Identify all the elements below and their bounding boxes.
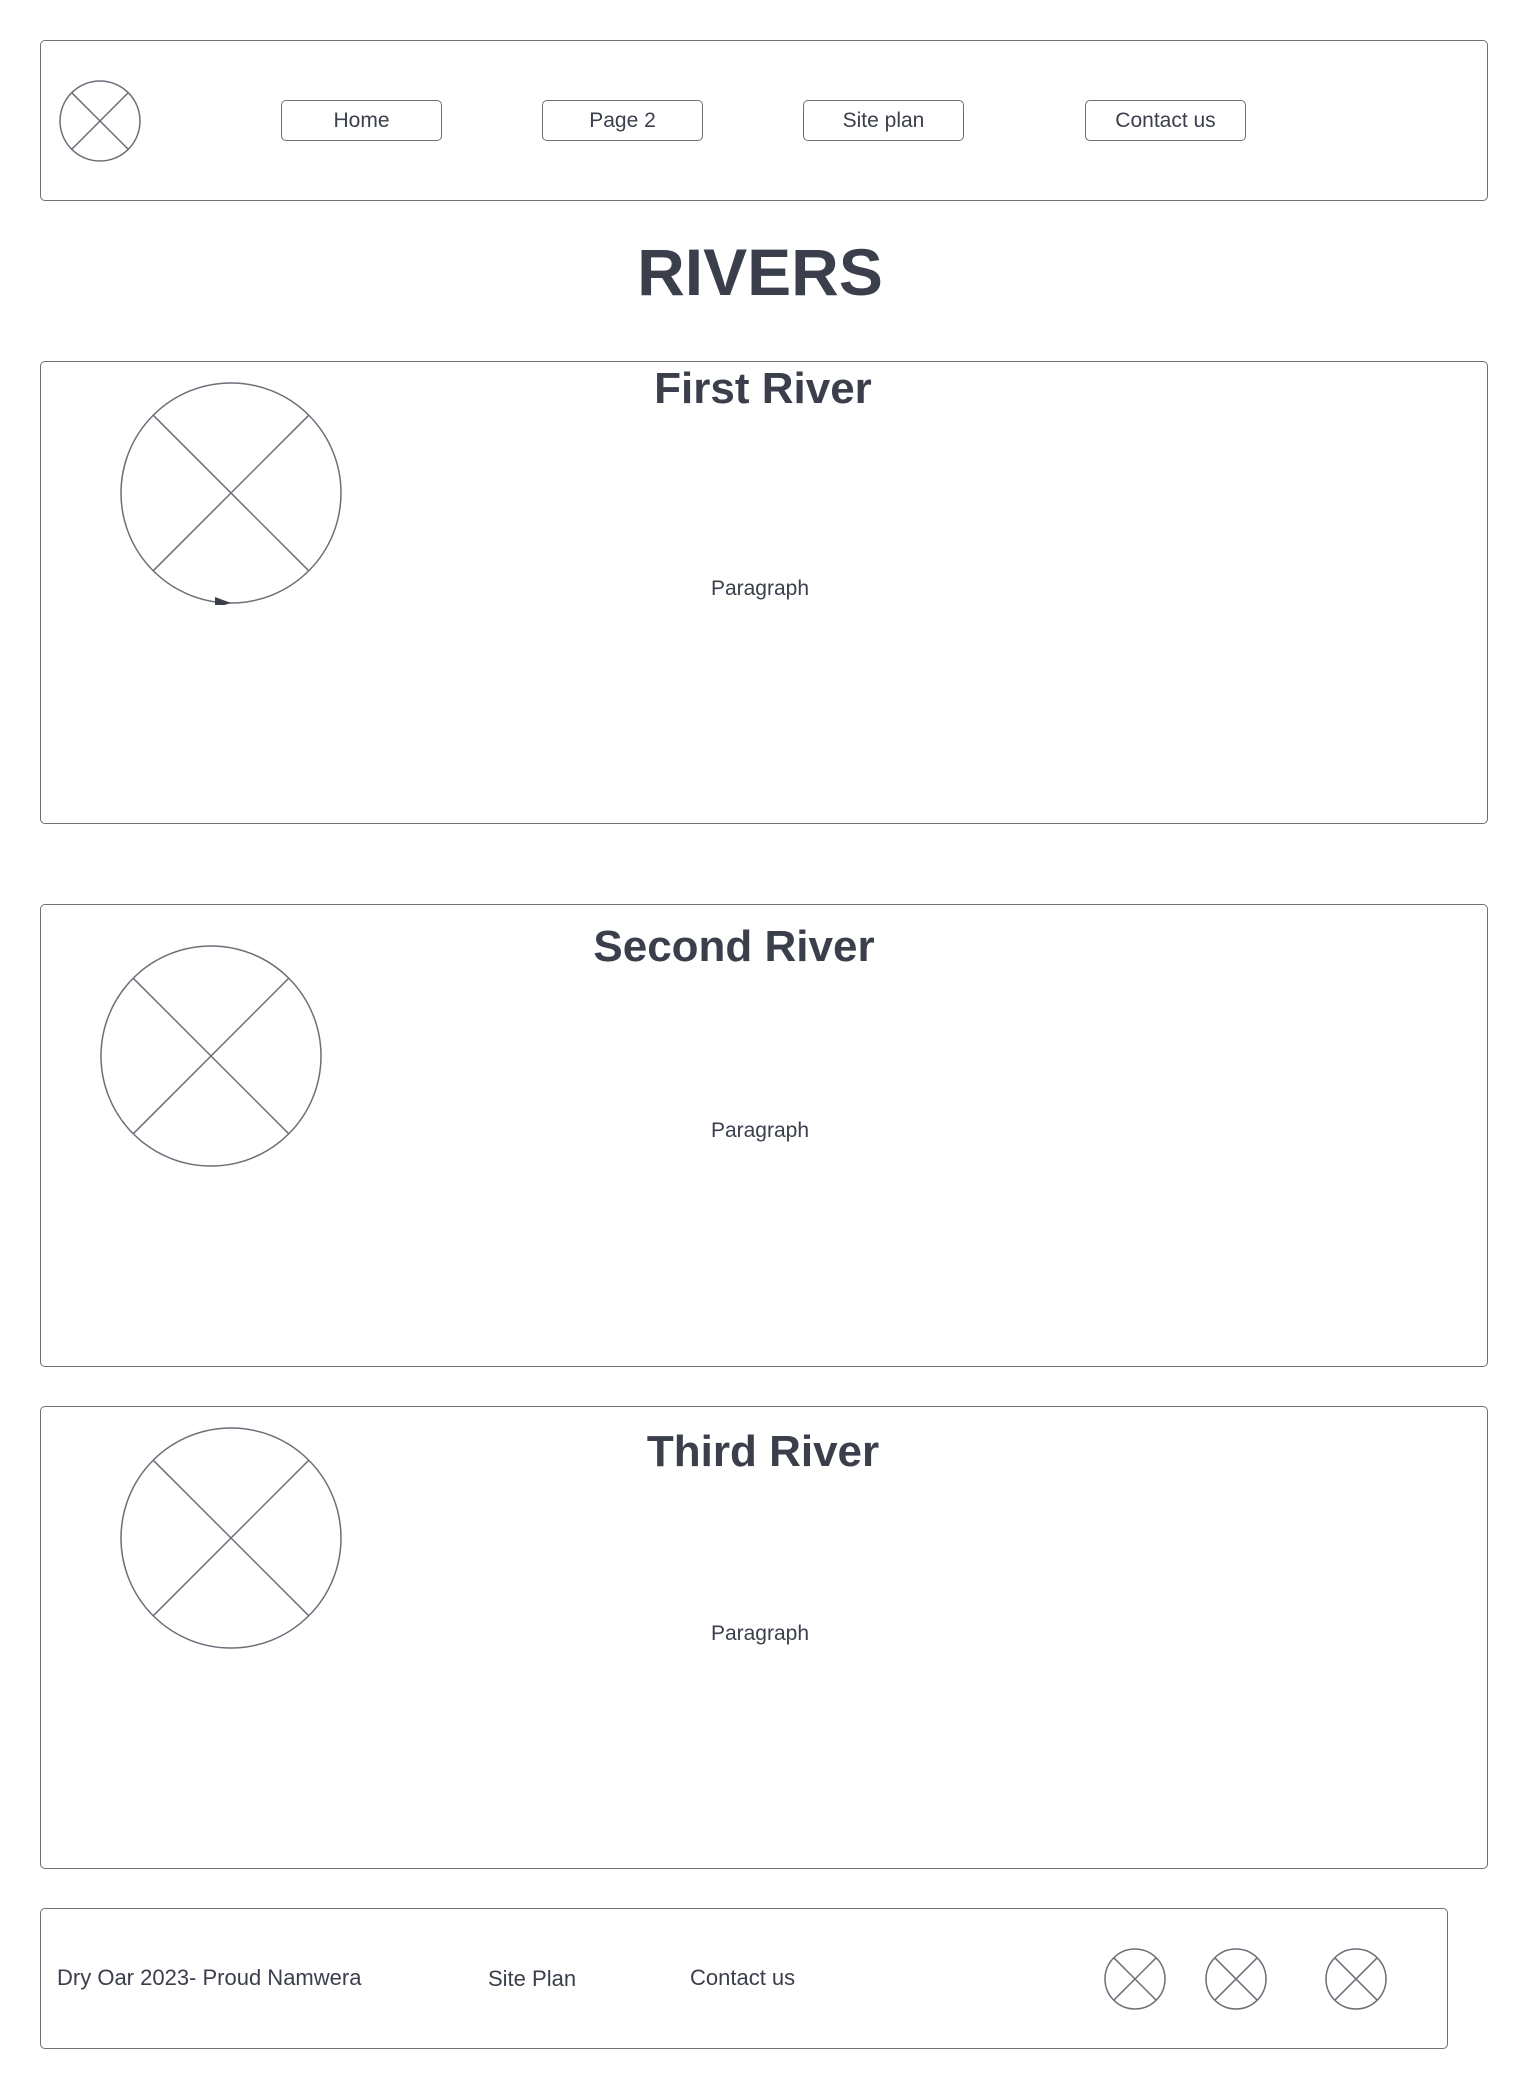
nav-page2-button[interactable]: Page 2 [542, 100, 703, 141]
page-title: RIVERS [637, 235, 883, 309]
footer-bar [40, 1908, 1448, 2049]
footer-social-1-icon[interactable] [1104, 1948, 1166, 2010]
footer-contact-us-link[interactable]: Contact us [690, 1965, 796, 1990]
section-3-paragraph: Paragraph [710, 1622, 810, 1645]
section-1-paragraph: Paragraph [710, 577, 810, 600]
river-section-3 [40, 1406, 1488, 1869]
footer-site-plan-link[interactable]: Site Plan [488, 1966, 577, 1991]
nav-site-plan-button[interactable]: Site plan [803, 100, 964, 141]
nav-home-button[interactable]: Home [281, 100, 442, 141]
footer-copyright: Dry Oar 2023- Proud Namwera [57, 1965, 362, 1990]
footer-social-3-icon[interactable] [1325, 1948, 1387, 2010]
section-1-image-placeholder-icon [120, 382, 342, 605]
footer-social-2-icon[interactable] [1205, 1948, 1267, 2010]
nav-contact-us-button[interactable]: Contact us [1085, 100, 1246, 141]
section-2-paragraph: Paragraph [710, 1119, 810, 1142]
section-2-image-placeholder-icon [100, 945, 322, 1167]
section-3-image-placeholder-icon [120, 1427, 342, 1649]
header-bar [40, 40, 1488, 201]
logo-placeholder-icon[interactable] [59, 80, 141, 162]
river-section-1 [40, 361, 1488, 824]
river-section-2 [40, 904, 1488, 1367]
section-2-title: Second River [593, 922, 875, 971]
section-1-title: First River [654, 364, 872, 413]
section-3-title: Third River [646, 1427, 880, 1476]
